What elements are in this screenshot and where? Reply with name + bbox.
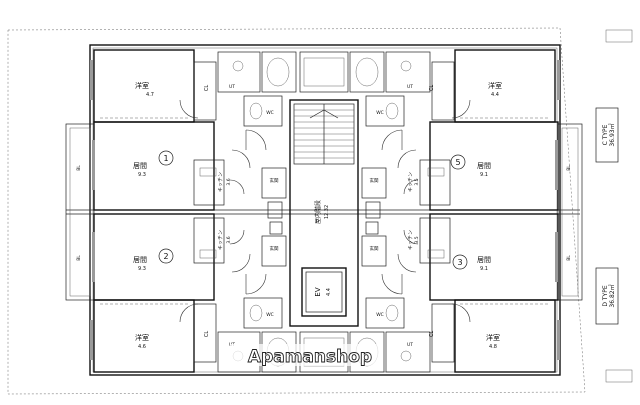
entrance-label: 玄関 xyxy=(370,177,379,184)
closet-label: CL xyxy=(204,85,210,91)
kitchen-area: 3.6 xyxy=(226,236,232,243)
wc-label: WC xyxy=(266,312,274,318)
site-boundary xyxy=(7,27,586,395)
balcony-label: BL xyxy=(566,255,572,261)
stair-treads xyxy=(294,104,354,164)
kitchen-area: 3.6 xyxy=(226,178,232,185)
svg-text:36.82㎡: 36.82㎡ xyxy=(608,284,616,307)
room-label: 洋室 xyxy=(486,333,500,342)
stair-core xyxy=(289,99,359,327)
living-label: 居間 xyxy=(133,162,147,170)
closet-label: CL xyxy=(429,85,435,91)
balcony-label: BL xyxy=(76,165,82,171)
balcony-left xyxy=(65,123,95,301)
entrance-label: 玄関 xyxy=(270,177,279,184)
room-label: 洋室 xyxy=(488,81,502,90)
balcony-label: BL xyxy=(566,165,572,171)
ev-area: 4.4 xyxy=(326,288,332,296)
hall-label: 屋内階段 xyxy=(314,200,322,224)
wc-label: WC xyxy=(376,110,384,116)
room-label: 洋室 xyxy=(135,81,149,90)
kitchen-area: 3.5 xyxy=(414,236,420,243)
unit-number: 3 xyxy=(457,258,462,267)
door-swings xyxy=(179,99,471,323)
ut-label: UT xyxy=(229,84,235,90)
living-area: 9.3 xyxy=(138,266,146,272)
svg-text:36.93㎡: 36.93㎡ xyxy=(608,123,616,146)
unit-number: 1 xyxy=(163,154,168,163)
kitchen-label: キッチン xyxy=(218,172,224,192)
living-label: 居間 xyxy=(477,256,491,264)
window-marks xyxy=(90,60,560,360)
kitchen-label: キッチン xyxy=(408,172,414,192)
entrance-label: 玄関 xyxy=(270,245,279,252)
watermark: Apamanshop xyxy=(248,347,372,367)
living-label: 居間 xyxy=(477,162,491,170)
room-area: 4.4 xyxy=(491,92,499,98)
wc-label: WC xyxy=(376,312,384,318)
ut-label: UT xyxy=(407,342,413,348)
room-label: 洋室 xyxy=(135,333,149,342)
entrance-label: 玄関 xyxy=(370,245,379,252)
type-box-c: C TYPE 36.93㎡ xyxy=(595,107,619,163)
room-area: 4.6 xyxy=(138,344,146,350)
room-area: 4.7 xyxy=(146,92,154,98)
ut-label: UT xyxy=(407,84,413,90)
wc-label: WC xyxy=(266,110,274,116)
living-area: 9.1 xyxy=(480,266,488,272)
kitchen-area: 3.5 xyxy=(414,178,420,185)
ev-label: EV xyxy=(314,287,322,296)
kitchen-label: キッチン xyxy=(408,230,414,250)
living-area: 9.1 xyxy=(480,172,488,178)
unit-number: 5 xyxy=(455,158,460,167)
living-label: 居間 xyxy=(133,256,147,264)
balcony-right xyxy=(557,123,583,301)
unit-number: 2 xyxy=(163,252,168,261)
kitchen-label: キッチン xyxy=(218,230,224,250)
elevator-shaft xyxy=(301,267,347,317)
hall-area: 12.32 xyxy=(324,205,330,219)
type-box-d: D TYPE 36.82㎡ xyxy=(595,267,619,325)
svg-text:D TYPE: D TYPE xyxy=(602,285,609,306)
closet-label: CL xyxy=(429,331,435,337)
balcony-label: BL xyxy=(76,255,82,261)
living-area: 9.3 xyxy=(138,172,146,178)
room-area: 4.8 xyxy=(489,344,497,350)
svg-text:C TYPE: C TYPE xyxy=(602,124,609,145)
closet-label: CL xyxy=(204,331,210,337)
